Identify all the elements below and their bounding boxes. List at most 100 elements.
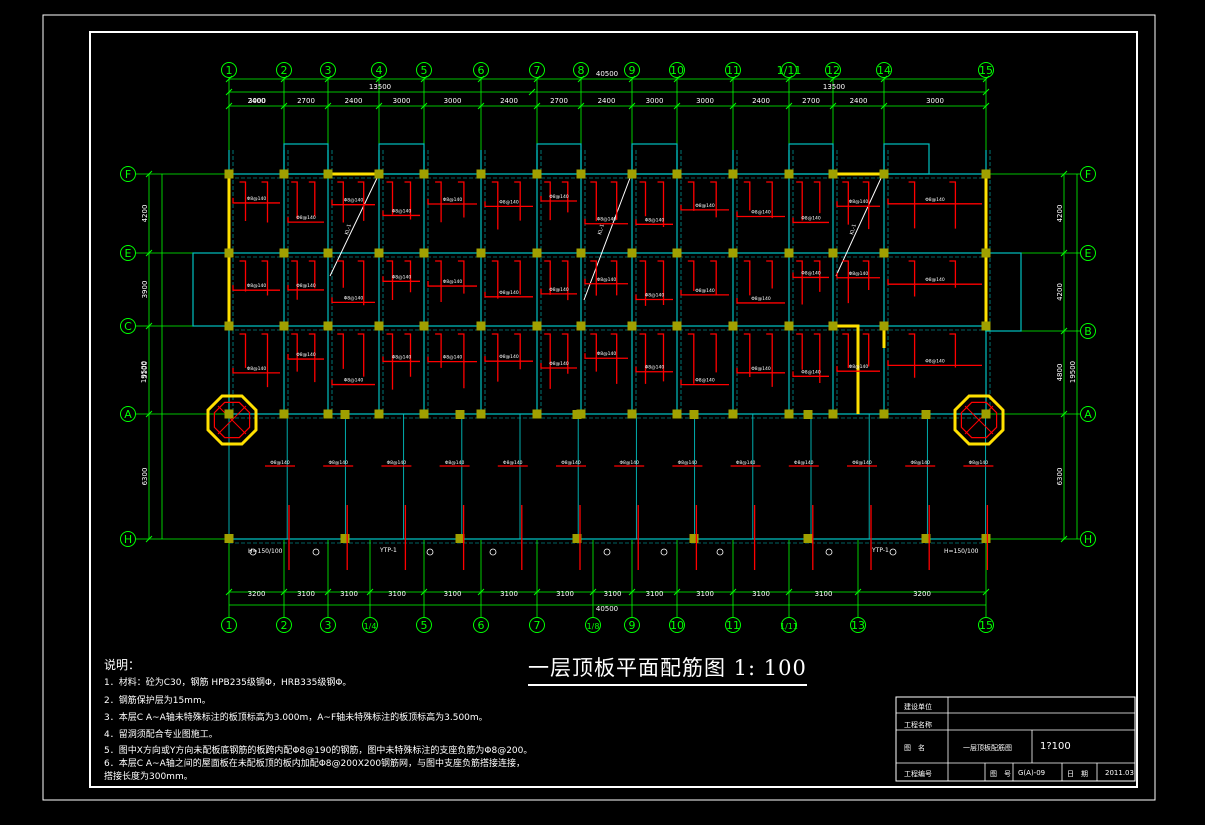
- column: [921, 410, 931, 419]
- rebar-bar: [635, 294, 673, 301]
- rebar-bar: [796, 260, 803, 305]
- axis-label-left: C: [124, 320, 132, 333]
- column: [340, 534, 350, 543]
- tb-drawing-name-label: 图 名: [904, 744, 925, 752]
- rebar-bar: [287, 217, 324, 223]
- axis-bubble-bottom: [669, 617, 685, 633]
- dim-top-span: 3000: [393, 97, 411, 105]
- axis-bubble-left: [120, 531, 136, 547]
- axis-label-bottom: 1/4: [364, 622, 377, 631]
- axis-bubble-bottom: [624, 617, 640, 633]
- column: [323, 248, 333, 258]
- dim-bottom-total: 40500: [596, 605, 618, 613]
- axis-label-left: H: [124, 533, 132, 546]
- rebar-label: Φ8@140: [751, 366, 771, 372]
- axis-label-top: 10: [670, 64, 684, 77]
- axis-bubble-top: [473, 62, 489, 78]
- rebar-label: Φ8@140: [695, 288, 715, 294]
- axis-label-right: H: [1084, 533, 1092, 546]
- rebar-bar: [540, 288, 577, 295]
- rebar-label: Φ8@140: [910, 460, 930, 466]
- notes-title: 说明：: [104, 658, 141, 672]
- rebar-bar: [792, 371, 829, 377]
- rebar-bar: [308, 181, 316, 217]
- rebar-label: Φ8@140: [695, 378, 715, 384]
- rebar-bar: [766, 333, 773, 387]
- rebar-label: Φ8@140: [344, 378, 364, 384]
- stair-diagonal: [329, 175, 379, 277]
- axis-label-bottom: 5: [421, 619, 428, 632]
- column: [981, 409, 991, 419]
- axis-bubble-bottom: [781, 617, 797, 633]
- column: [784, 321, 794, 331]
- dim-top-span: 2400: [850, 97, 868, 105]
- rebar-bar: [590, 260, 597, 296]
- note-3: 3．本层C A~A轴未特殊标注的板顶标高为3.000m，A~F轴未特殊标注的板顶…: [104, 713, 488, 723]
- rebar-label: Φ8@140: [443, 355, 463, 361]
- column: [689, 410, 699, 419]
- note-6: 6．本层C A~A轴之间的屋面板在未配板顶的板内加配Φ8@200X200钢筋网，…: [104, 759, 526, 769]
- column: [879, 248, 889, 258]
- right-wing: [985, 252, 1022, 332]
- rebar-bar: [908, 333, 916, 378]
- dim-tick: [280, 588, 288, 596]
- dim-tick: [880, 75, 888, 83]
- axis-bubble-top: [725, 62, 741, 78]
- rebar-bar: [484, 356, 533, 362]
- rebar-bar: [386, 260, 394, 301]
- bay-window-outer: [206, 394, 258, 446]
- rebar-bar: [544, 333, 551, 389]
- rebar-label: Φ8@140: [499, 199, 519, 205]
- tb-border: [895, 696, 1136, 782]
- dim-tick: [1060, 535, 1068, 543]
- rebar-label: Φ8@140: [443, 197, 463, 203]
- axis-label-left: F: [125, 168, 131, 181]
- rebar-bar: [357, 181, 365, 221]
- tb-date: 2011.03: [1105, 769, 1134, 777]
- column: [627, 248, 637, 258]
- column: [340, 410, 350, 419]
- dim-tick: [145, 322, 153, 330]
- rebar-bar: [657, 181, 665, 227]
- rebar-bar: [357, 260, 365, 306]
- rebar-bar: [457, 333, 465, 389]
- column: [784, 248, 794, 258]
- dim-bottom-span: 3100: [646, 590, 664, 598]
- column: [532, 409, 542, 419]
- rebar-label: Φ8@140: [296, 283, 316, 289]
- dim-right-span: 4200: [1056, 205, 1064, 223]
- column: [476, 248, 486, 258]
- dim-tick: [577, 102, 585, 110]
- column: [323, 169, 333, 179]
- axis-label-left: E: [125, 247, 132, 260]
- rebar-label: Φ8@140: [328, 460, 348, 466]
- column: [879, 169, 889, 179]
- hole-marker: [889, 548, 897, 556]
- rebar-bar: [862, 181, 870, 230]
- rebar-bar: [887, 198, 982, 205]
- rebar-bar: [561, 181, 569, 213]
- rebar-label: Φ8@140: [296, 352, 316, 358]
- dim-tick: [628, 102, 636, 110]
- column: [828, 409, 838, 419]
- axis-bubble-left: [120, 166, 136, 182]
- column: [576, 321, 586, 331]
- dim-tick: [982, 102, 990, 110]
- dim-tick: [420, 75, 428, 83]
- note-4: 4．留洞须配合专业图施工。: [104, 730, 218, 740]
- rebar-bar: [862, 260, 870, 291]
- axis-bubble-bottom: [221, 617, 237, 633]
- title-block: [895, 696, 1136, 782]
- rebar-label: Φ8@140: [645, 365, 665, 371]
- dim-left-span: 4200: [141, 205, 149, 223]
- tb-fig-no: G(A)-09: [1018, 769, 1046, 777]
- axis-bubble-left: [120, 245, 136, 261]
- rebar-bar: [261, 333, 269, 388]
- rebar-label: Φ8@140: [549, 287, 569, 293]
- rebar-bar: [743, 260, 751, 296]
- dim-tick: [533, 588, 541, 596]
- rebar-bar: [232, 197, 280, 204]
- column: [981, 248, 991, 258]
- dim-bottom-span: 3100: [604, 590, 622, 598]
- column: [784, 169, 794, 179]
